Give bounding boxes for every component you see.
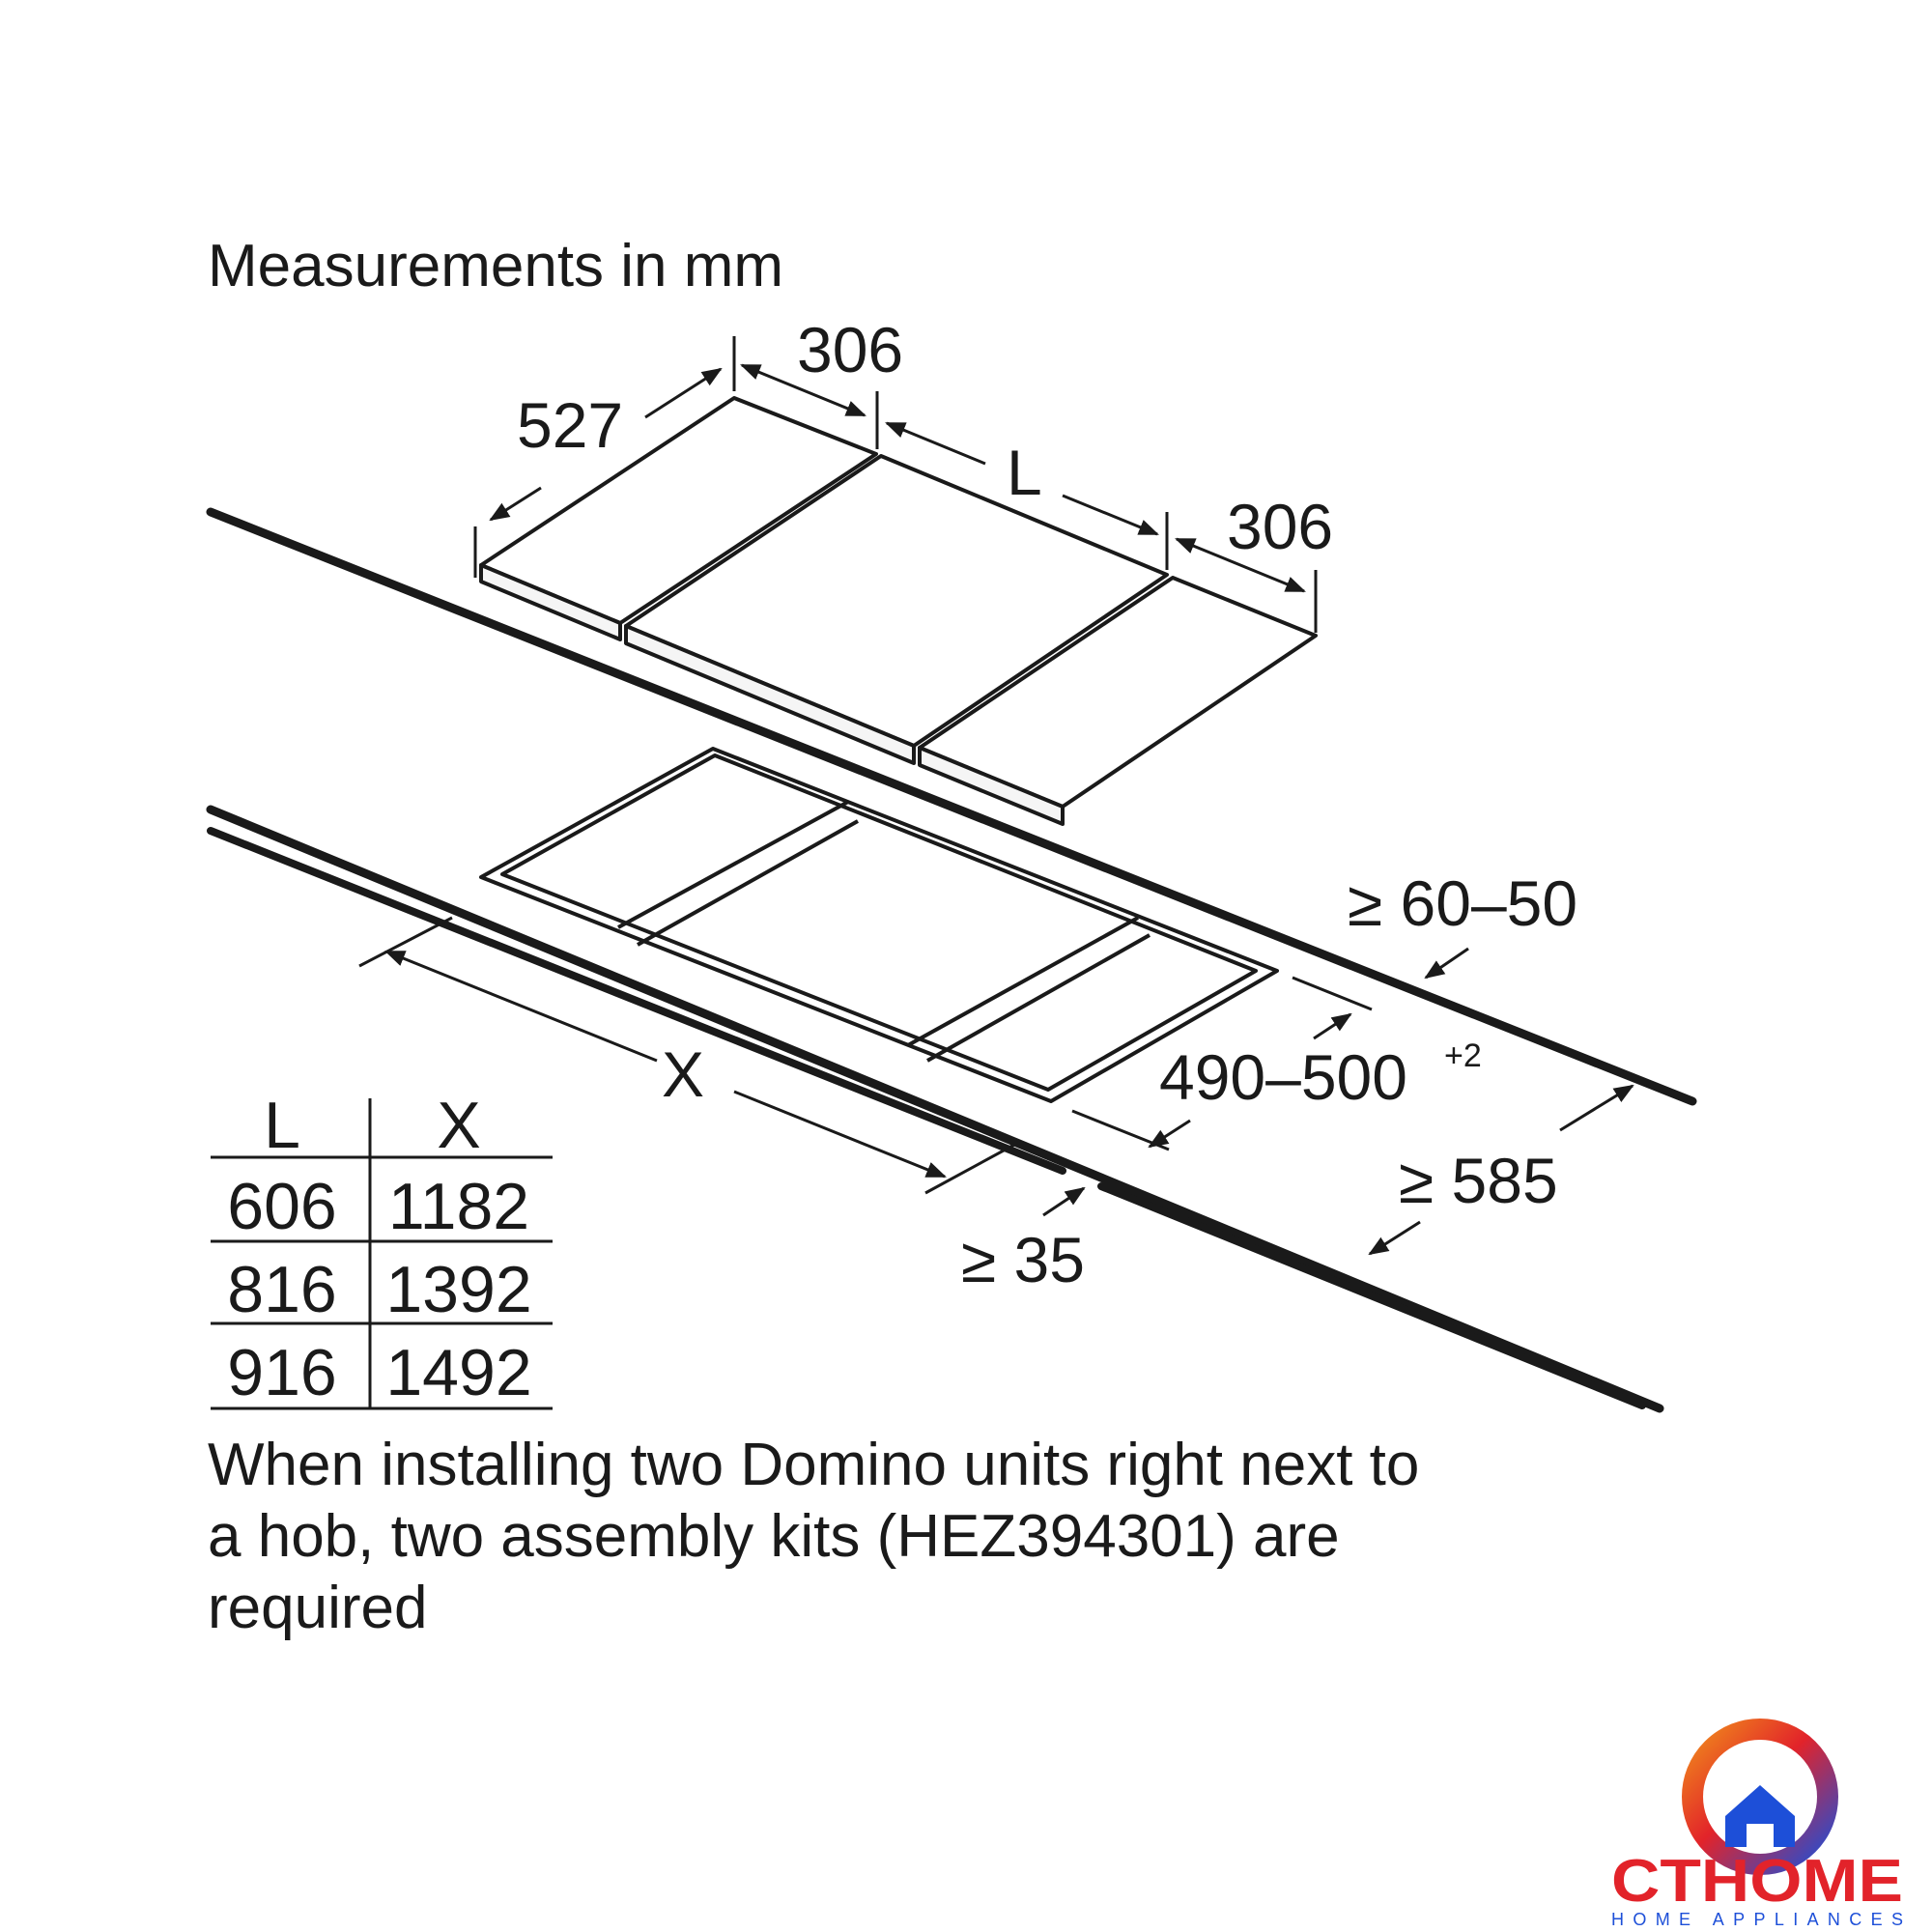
house-icon <box>1682 1719 1838 1875</box>
dim-cutout-depth-label: 490–500 <box>1159 1041 1407 1113</box>
dim-cutout-length-label: X <box>662 1038 704 1110</box>
dim-rear-gap-label: ≥ 60–50 <box>1348 867 1577 939</box>
dim-left-width-label: 306 <box>797 314 903 385</box>
brand-tagline: HOME APPLIANCES <box>1611 1910 1903 1929</box>
note-line: required <box>208 1575 428 1641</box>
hob-units <box>479 396 1318 826</box>
page-title: Measurements in mm <box>208 233 784 299</box>
dim-right-width-label: 306 <box>1227 491 1333 562</box>
table-cell: 1392 <box>385 1253 531 1326</box>
worktop-outline <box>206 507 1697 1413</box>
note-line: When installing two Domino units right n… <box>208 1432 1420 1498</box>
note-line: a hob, two assembly kits (HEZ394301) are <box>208 1503 1340 1570</box>
dim-middle-width-label: L <box>1007 437 1042 508</box>
dimension-lines <box>358 336 1634 1256</box>
table-cell: 1182 <box>388 1170 529 1243</box>
length-table: L X 606 1182 816 1392 916 1492 <box>211 1089 553 1410</box>
table-header-l: L <box>264 1089 300 1162</box>
table-cell: 606 <box>227 1170 336 1243</box>
installation-note: When installing two Domino units right n… <box>208 1430 1715 1644</box>
dimension-labels: 527 306 L 306 ≥ 60–50 490–500 +2 X ≥ 585… <box>517 314 1577 1295</box>
dim-cutout-tolerance-label: +2 <box>1444 1037 1482 1074</box>
brand-logo: CTHOME HOME APPLIANCES <box>1611 1719 1903 1929</box>
dim-front-gap-label: ≥ 35 <box>961 1224 1085 1295</box>
dim-worktop-depth-label: ≥ 585 <box>1399 1145 1558 1216</box>
hob-unit-left <box>479 396 878 641</box>
table-cell: 1492 <box>385 1336 531 1409</box>
table-cell: 916 <box>227 1336 336 1409</box>
hob-unit-right <box>918 576 1318 826</box>
table-cell: 816 <box>227 1253 336 1326</box>
worktop-cutout <box>479 747 1279 1103</box>
dim-depth-label: 527 <box>517 389 623 461</box>
hob-unit-middle <box>624 454 1169 765</box>
table-header-x: X <box>437 1089 480 1162</box>
brand-name: CTHOME <box>1611 1848 1903 1915</box>
